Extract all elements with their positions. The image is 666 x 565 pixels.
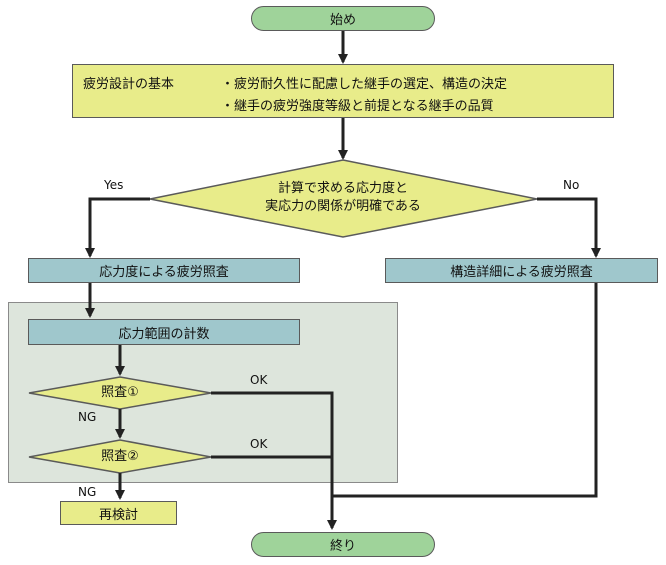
check2-ok-label: OK <box>250 437 268 451</box>
check1-text: 照査① <box>70 383 170 403</box>
design-basics-item: ・継手の疲労強度等級と前提となる継手の品質 <box>221 99 494 114</box>
decision-main-line1: 計算で求める応力度と <box>277 181 408 196</box>
yes-label: Yes <box>104 178 124 192</box>
check2-text: 照査② <box>70 447 170 467</box>
arrow-check1-ok <box>211 391 337 530</box>
check1-ng-label: NG <box>78 410 97 424</box>
arrow-no-branch <box>537 197 601 258</box>
decision-main-line2: 実応力の関係が明確である <box>265 199 421 214</box>
end-label: 終り <box>329 539 356 554</box>
decision-main-text: 計算で求める応力度と 実応力の関係が明確である <box>200 176 486 220</box>
design-basics-box: 疲労設計の基本 ・疲労耐久性に配慮した継手の選定、構造の決定 ・継手の疲労強度等… <box>72 64 614 118</box>
check2-label: 照査② <box>101 449 139 464</box>
design-basics-label: 疲労設計の基本 <box>83 77 175 92</box>
range-calc-box: 応力範囲の計数 <box>28 319 300 345</box>
detail-check-box: 構造詳細による疲労照査 <box>385 258 658 283</box>
check2-ng-label: NG <box>78 485 97 499</box>
stress-check-box: 応力度による疲労照査 <box>28 258 300 283</box>
arrow-detail-to-end <box>332 283 598 498</box>
reexamine-box: 再検討 <box>60 501 177 525</box>
design-basics-items: ・疲労耐久性に配慮した継手の選定、構造の決定 ・継手の疲労強度等級と前提となる継… <box>221 73 507 114</box>
design-basics-item: ・疲労耐久性に配慮した継手の選定、構造の決定 <box>221 77 508 92</box>
no-label: No <box>563 178 580 192</box>
stress-check-label: 応力度による疲労照査 <box>99 265 229 280</box>
check1-ok-label: OK <box>250 373 268 387</box>
detail-check-label: 構造詳細による疲労照査 <box>450 265 593 280</box>
end-terminal: 終り <box>251 532 435 557</box>
start-terminal: 始め <box>251 6 435 31</box>
range-calc-label: 応力範囲の計数 <box>118 326 210 342</box>
check1-label: 照査① <box>101 385 139 400</box>
start-label: 始め <box>329 13 356 28</box>
reexamine-label: 再検討 <box>98 507 138 523</box>
arrow-yes-branch <box>85 197 150 258</box>
decision-main-diamond <box>149 159 538 238</box>
